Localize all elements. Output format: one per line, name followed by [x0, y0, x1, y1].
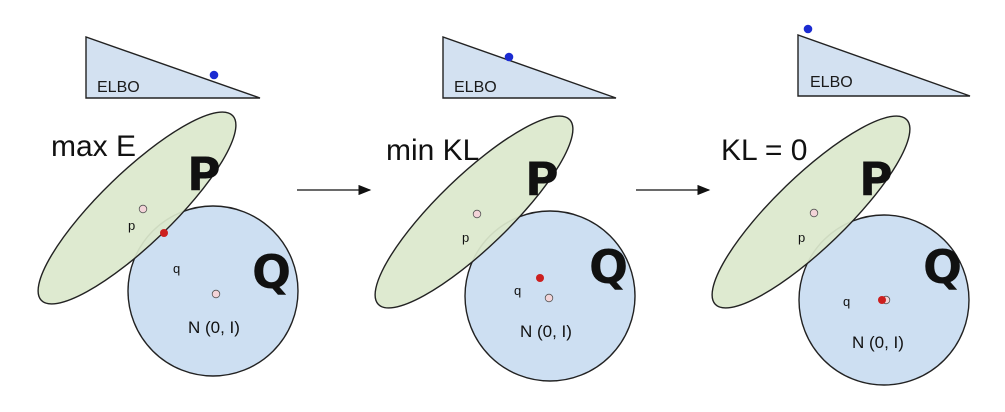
p-point-label: p: [798, 230, 805, 245]
elbo-position-dot: [209, 70, 219, 80]
ellipse-p-label: P: [187, 147, 221, 201]
q-point-label: q: [173, 261, 180, 276]
panel-title: max E: [51, 130, 136, 163]
elbo-label: ELBO: [97, 79, 140, 96]
panel-title: min KL: [386, 134, 479, 167]
panel-2: ELBO min KL P Q p q N (0, I): [374, 36, 636, 382]
elbo-position-dot: [504, 52, 514, 62]
p-point-dot: [472, 209, 482, 219]
panel-3: ELBO KL = 0 P Q p q N (0, I): [711, 24, 971, 386]
q-point-dot: [536, 274, 544, 282]
q-point-label: q: [843, 294, 850, 309]
p-point-dot: [809, 208, 819, 218]
prior-center-dot: [211, 289, 221, 299]
panel-title: KL = 0: [721, 134, 807, 167]
elbo-triangle: [797, 34, 971, 97]
prior-label: N (0, I): [520, 322, 572, 341]
p-point-label: p: [462, 230, 469, 245]
q-point-dot: [160, 229, 168, 237]
circle-q-label: Q: [252, 245, 291, 299]
elbo-triangle: [85, 36, 261, 99]
q-point-label: q: [514, 283, 521, 298]
circle-q-label: Q: [589, 240, 628, 294]
panel-1: ELBO max E P Q p q N (0, I): [37, 36, 299, 377]
ellipse-p-label: P: [525, 152, 559, 206]
q-distribution-circle: [127, 205, 299, 377]
prior-label: N (0, I): [852, 333, 904, 352]
elbo-triangle: [442, 36, 617, 99]
q-point-dot: [878, 296, 886, 304]
p-point-label: p: [128, 218, 135, 233]
ellipse-p-label: P: [859, 152, 893, 206]
elbo-label: ELBO: [810, 74, 853, 91]
p-point-dot: [138, 204, 148, 214]
prior-center-dot: [544, 293, 554, 303]
circle-q-label: Q: [923, 240, 962, 294]
prior-label: N (0, I): [188, 318, 240, 337]
elbo-position-dot: [803, 24, 813, 34]
elbo-label: ELBO: [454, 79, 497, 96]
